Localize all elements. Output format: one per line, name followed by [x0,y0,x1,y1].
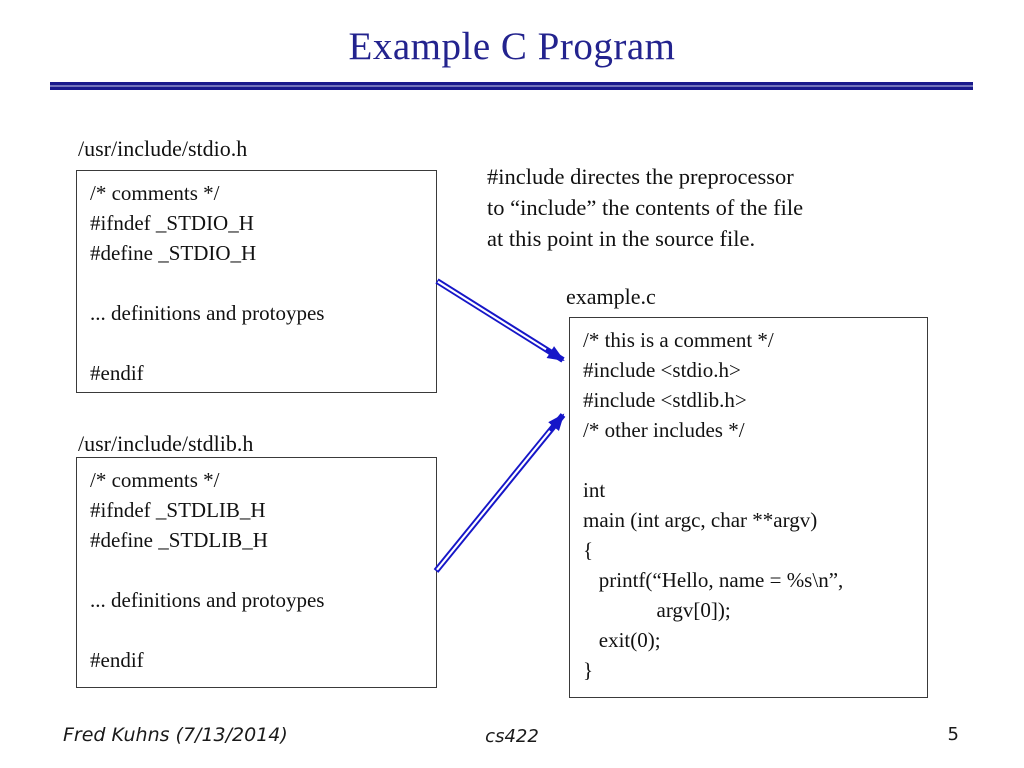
stdio-to-example-arrow [435,278,565,363]
stdio-code-box: /* comments */ #ifndef _STDIO_H #define … [76,170,437,393]
include-note: #include directes the preprocessor to “i… [487,164,804,251]
stdlib-file-label: /usr/include/stdlib.h [78,431,254,456]
example-code-box: /* this is a comment */ #include <stdio.… [569,317,928,698]
stdio-file-label: /usr/include/stdio.h [78,136,248,161]
stdlib-code-box: /* comments */ #ifndef _STDLIB_H #define… [76,457,437,688]
example-file-label: example.c [566,284,656,309]
footer-course: cs422 [485,726,539,747]
title-divider-rule [50,82,973,90]
page-title: Example C Program [348,25,676,68]
footer-page-number: 5 [947,724,959,745]
footer-author: Fred Kuhns (7/13/2014) [63,724,288,746]
stdlib-to-example-arrow [433,413,566,573]
